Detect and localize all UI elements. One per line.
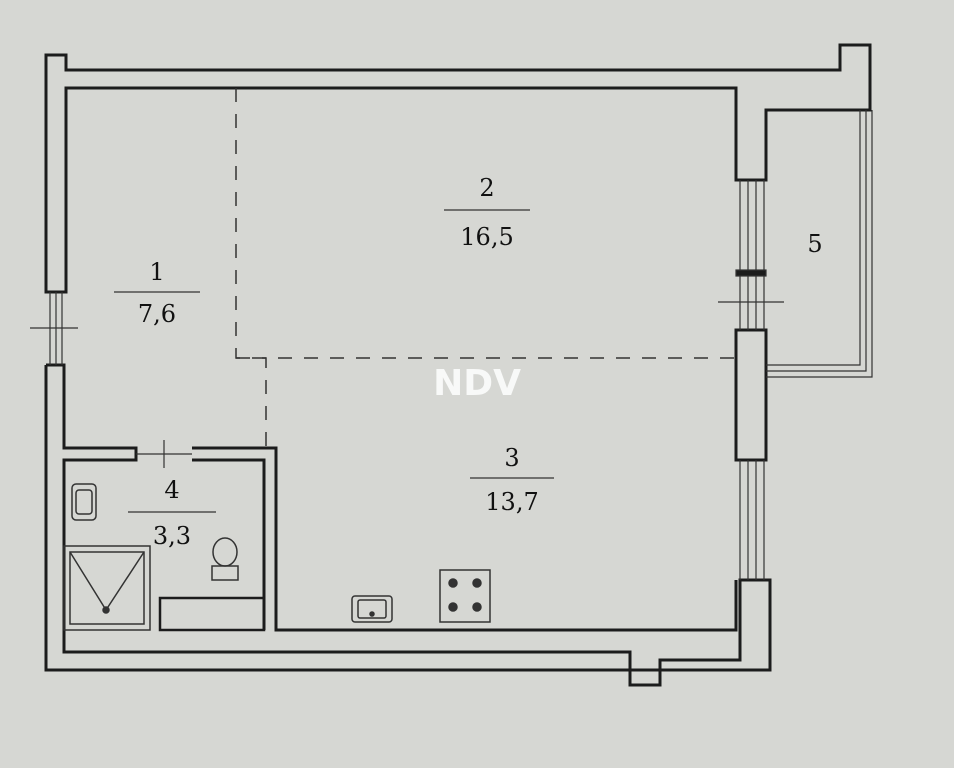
bath-sink	[71, 483, 97, 521]
room-3-area: 13,7	[485, 488, 538, 516]
zone-dividers	[235, 88, 736, 448]
toilet	[211, 537, 239, 581]
room-2-label: 2 16,5	[444, 174, 530, 251]
bathroom-door	[136, 440, 192, 468]
room-3-label: 3 13,7	[470, 444, 554, 516]
room-1-area: 7,6	[138, 300, 176, 328]
room-2-number: 2	[479, 174, 494, 202]
room-5-number: 5	[807, 230, 822, 258]
windows	[30, 180, 784, 580]
balcony-outline	[766, 110, 873, 378]
room-5-label: 5	[807, 230, 822, 258]
room-1-number: 1	[149, 258, 164, 286]
bathroom-walls	[192, 446, 738, 632]
room-1-label: 1 7,6	[114, 258, 200, 328]
room-3-number: 3	[504, 444, 519, 472]
room-2-area: 16,5	[460, 223, 513, 251]
shower-tray	[63, 545, 151, 631]
room-4-number: 4	[164, 476, 179, 504]
bath-cabinet	[158, 596, 266, 632]
kitchen-sink	[351, 595, 393, 623]
room-4-label: 4 3,3	[128, 476, 216, 550]
room-4-area: 3,3	[153, 522, 191, 550]
watermark: NDV	[433, 363, 521, 404]
kitchen-stove	[439, 569, 491, 623]
